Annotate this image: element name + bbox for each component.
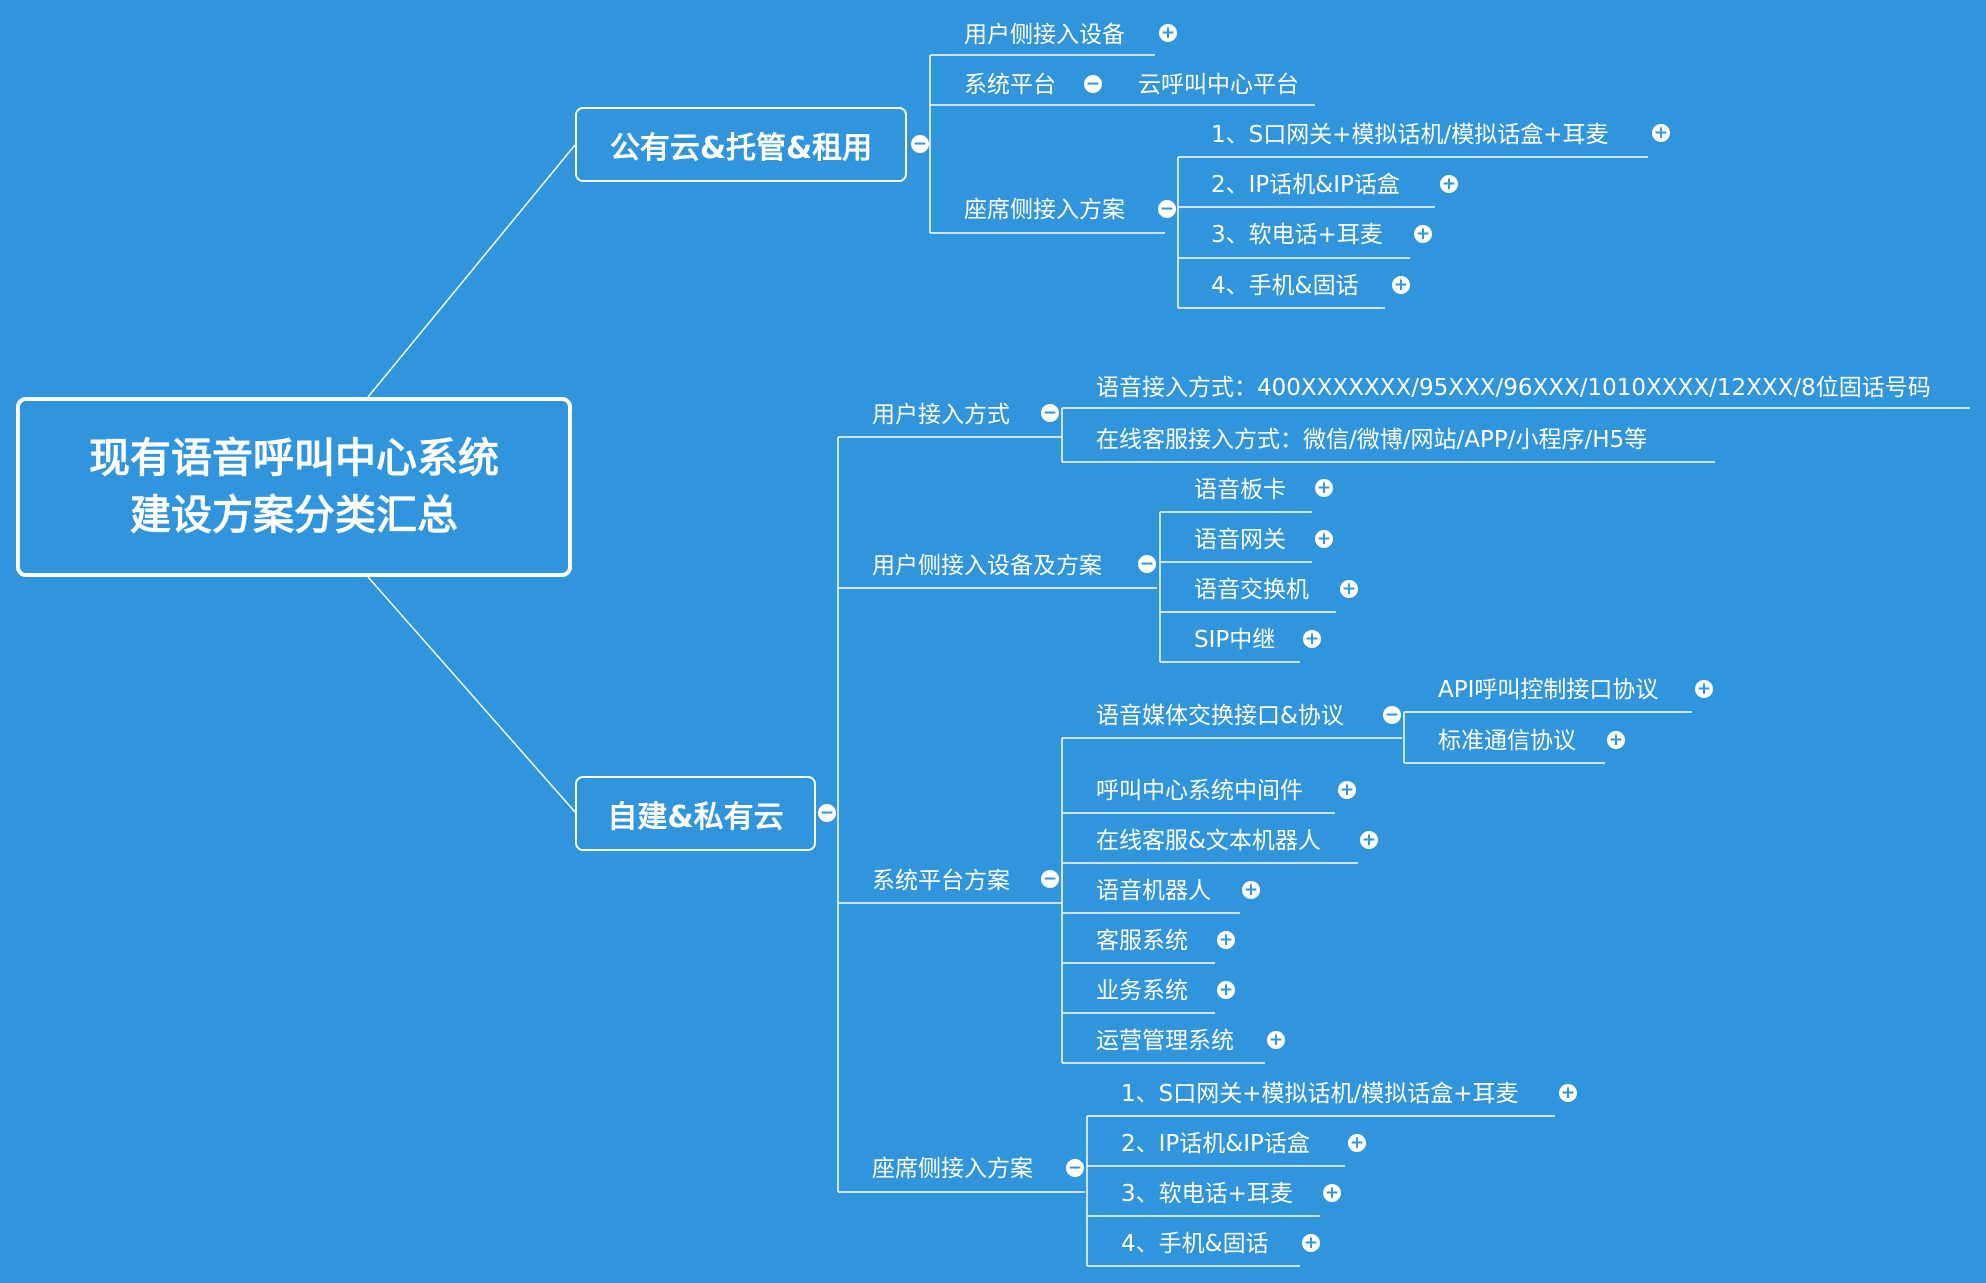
node-platform-item-1[interactable]: 呼叫中心系统中间件 <box>1096 778 1303 804</box>
collapse-icon[interactable]: − <box>1158 199 1176 219</box>
node-media-item-1[interactable]: API呼叫控制接口协议 <box>1438 677 1659 703</box>
node-platform-item-3[interactable]: 语音机器人 <box>1096 878 1211 904</box>
expand-icon[interactable]: + <box>1414 224 1432 244</box>
node-private-seat-item-1[interactable]: 1、S口网关+模拟话机/模拟话盒+耳麦 <box>1121 1081 1519 1107</box>
node-online-access[interactable]: 在线客服接入方式：微信/微博/网站/APP/小程序/H5等 <box>1096 427 1648 453</box>
node-platform-item-2[interactable]: 在线客服&文本机器人 <box>1096 828 1321 854</box>
expand-icon[interactable]: + <box>1315 478 1333 498</box>
node-cloud-call-center[interactable]: 云呼叫中心平台 <box>1138 72 1299 98</box>
expand-icon[interactable]: + <box>1607 730 1625 750</box>
node-device-item-4[interactable]: SIP中继 <box>1194 627 1276 653</box>
expand-icon[interactable]: + <box>1302 1233 1320 1253</box>
collapse-icon[interactable]: − <box>1084 74 1102 94</box>
collapse-icon[interactable]: − <box>1383 705 1401 725</box>
collapse-icon[interactable]: − <box>1041 869 1059 889</box>
root-title-line1: 现有语音呼叫中心系统 <box>89 434 499 483</box>
node-voice-access[interactable]: 语音接入方式：400XXXXXXX/95XXX/96XXX/1010XXXX/1… <box>1096 375 1931 401</box>
node-private-seat-item-4[interactable]: 4、手机&固话 <box>1121 1231 1269 1257</box>
expand-icon[interactable]: + <box>1217 930 1235 950</box>
node-device-item-2[interactable]: 语音网关 <box>1194 527 1286 553</box>
node-media-protocol[interactable]: 语音媒体交换接口&协议 <box>1096 703 1344 729</box>
node-public-platform[interactable]: 系统平台 <box>964 72 1056 98</box>
node-private-seat[interactable]: 座席侧接入方案 <box>872 1156 1033 1182</box>
node-public-seat-item-3[interactable]: 3、软电话+耳麦 <box>1211 222 1383 248</box>
node-platform-item-5[interactable]: 业务系统 <box>1096 978 1188 1004</box>
node-user-device[interactable]: 用户侧接入设备及方案 <box>872 553 1102 579</box>
expand-icon[interactable]: + <box>1652 123 1670 143</box>
expand-icon[interactable]: + <box>1303 629 1321 649</box>
node-public-cloud[interactable]: 公有云&托管&租用 <box>575 107 907 182</box>
expand-icon[interactable]: + <box>1315 529 1333 549</box>
node-public-seat-item-2[interactable]: 2、IP话机&IP话盒 <box>1211 172 1400 198</box>
node-device-item-3[interactable]: 语音交换机 <box>1194 577 1309 603</box>
expand-icon[interactable]: + <box>1348 1133 1366 1153</box>
collapse-icon[interactable]: − <box>1041 403 1059 423</box>
node-public-seat-item-1[interactable]: 1、S口网关+模拟话机/模拟话盒+耳麦 <box>1211 122 1609 148</box>
expand-icon[interactable]: + <box>1267 1030 1285 1050</box>
expand-icon[interactable]: + <box>1159 23 1177 43</box>
root-node[interactable]: 现有语音呼叫中心系统 建设方案分类汇总 <box>16 397 572 577</box>
node-platform-item-4[interactable]: 客服系统 <box>1096 928 1188 954</box>
node-private-seat-item-3[interactable]: 3、软电话+耳麦 <box>1121 1181 1293 1207</box>
collapse-icon[interactable]: − <box>818 803 836 823</box>
node-user-access[interactable]: 用户接入方式 <box>872 402 1010 428</box>
node-media-item-2[interactable]: 标准通信协议 <box>1438 728 1576 754</box>
node-public-user-device[interactable]: 用户侧接入设备 <box>964 22 1125 48</box>
expand-icon[interactable]: + <box>1559 1083 1577 1103</box>
collapse-icon[interactable]: − <box>911 134 929 154</box>
collapse-icon[interactable]: − <box>1138 554 1156 574</box>
expand-icon[interactable]: + <box>1323 1183 1341 1203</box>
node-private-seat-item-2[interactable]: 2、IP话机&IP话盒 <box>1121 1131 1310 1157</box>
node-public-seat-item-4[interactable]: 4、手机&固话 <box>1211 273 1359 299</box>
expand-icon[interactable]: + <box>1340 579 1358 599</box>
root-title-line2: 建设方案分类汇总 <box>130 491 458 539</box>
node-device-item-1[interactable]: 语音板卡 <box>1194 477 1286 503</box>
collapse-icon[interactable]: − <box>1066 1158 1084 1178</box>
node-platform-item-6[interactable]: 运营管理系统 <box>1096 1028 1234 1054</box>
node-public-seat[interactable]: 座席侧接入方案 <box>964 197 1125 223</box>
node-platform[interactable]: 系统平台方案 <box>872 868 1010 894</box>
expand-icon[interactable]: + <box>1242 880 1260 900</box>
expand-icon[interactable]: + <box>1440 174 1458 194</box>
expand-icon[interactable]: + <box>1392 275 1410 295</box>
node-private-cloud[interactable]: 自建&私有云 <box>575 776 816 851</box>
expand-icon[interactable]: + <box>1695 679 1713 699</box>
expand-icon[interactable]: + <box>1217 980 1235 1000</box>
expand-icon[interactable]: + <box>1360 830 1378 850</box>
expand-icon[interactable]: + <box>1338 780 1356 800</box>
